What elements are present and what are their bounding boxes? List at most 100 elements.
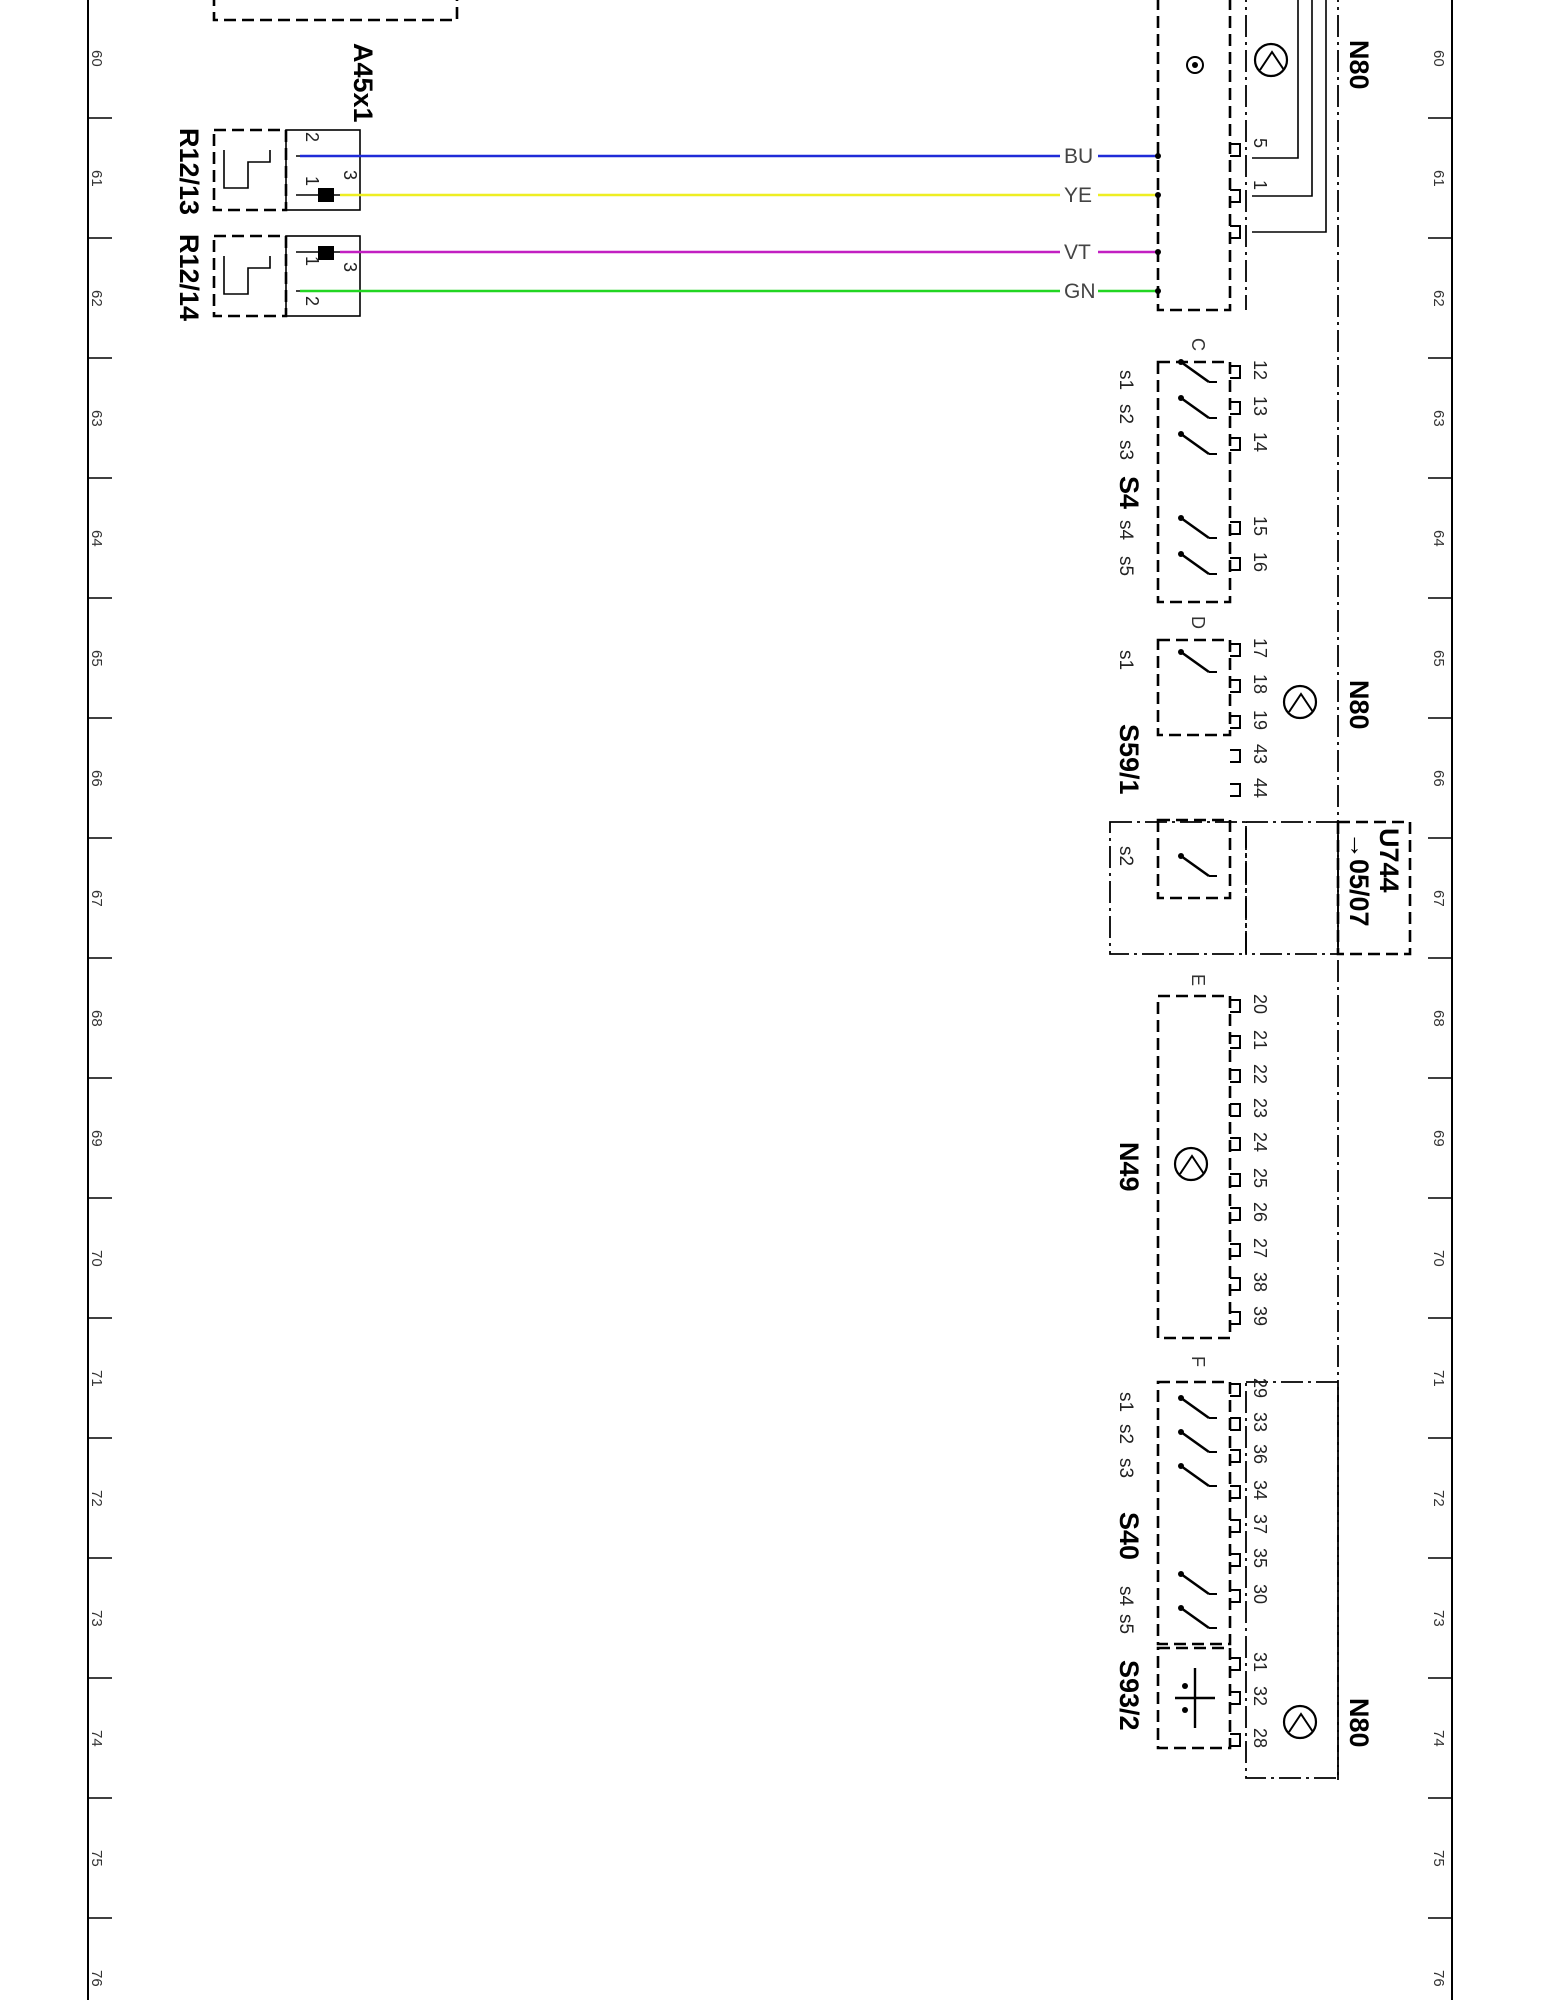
s4-contact-label: s1 (1115, 370, 1136, 390)
pin-terminal (1230, 1137, 1241, 1151)
pin-terminal (1230, 1589, 1241, 1603)
pin-number: 32 (1250, 1686, 1270, 1706)
switch-contact (1180, 360, 1210, 384)
grid-row-left: 61 (88, 170, 105, 187)
s59-1-contact-label: s2 (1115, 846, 1136, 866)
u744-ref: →05/07 (1344, 832, 1374, 927)
n80-bottom-label: N80 (1344, 1698, 1374, 1748)
grid-row-left: 64 (88, 530, 105, 547)
n49-label: N49 (1114, 1142, 1144, 1192)
switch-pivot (1178, 1571, 1184, 1577)
pin-number: 14 (1250, 432, 1270, 452)
pin-number: 25 (1250, 1168, 1270, 1188)
connector-f-label: F (1188, 1356, 1208, 1367)
pin-terminal (1230, 1207, 1241, 1221)
r12-13-pin: 1 (302, 176, 322, 186)
pin-terminal (1230, 1173, 1241, 1187)
pin-number: 23 (1250, 1098, 1270, 1118)
grid-row-left: 60 (88, 50, 105, 67)
pin-number: 18 (1250, 674, 1270, 694)
connector-e-label: E (1188, 974, 1208, 986)
u744-box: U744 →05/07 (1245, 820, 1412, 956)
pin-number: 27 (1250, 1238, 1270, 1258)
pin-number: 21 (1250, 1030, 1270, 1050)
wire-label: BU (1064, 145, 1093, 168)
wire-label: YE (1064, 184, 1092, 207)
switch-pivot (1178, 395, 1184, 401)
switch-pivot (1178, 1463, 1184, 1469)
connector-pins: 2313125112131415161718194344202122232425… (302, 132, 1270, 1748)
pin-number: 43 (1250, 744, 1270, 764)
grid-row-left: 75 (88, 1850, 105, 1867)
s4-contact-label: s5 (1115, 556, 1136, 576)
s40-contact-label: s2 (1115, 1424, 1136, 1444)
grid-row-right: 67 (1430, 890, 1447, 907)
pin-terminal (1230, 1733, 1241, 1747)
grid-row-right: 61 (1430, 170, 1447, 187)
grid-row-right: 76 (1430, 1970, 1447, 1987)
n49-module: E N49 (1114, 974, 1232, 1340)
s4-contact-label: s3 (1115, 440, 1136, 460)
r12-13-pin: 2 (302, 132, 322, 142)
grid-row-right: 70 (1430, 1250, 1447, 1267)
pin-number: 39 (1250, 1306, 1270, 1326)
pin-terminal (1230, 643, 1241, 657)
grid-row-right: 63 (1430, 410, 1447, 427)
n80-mid-label: N80 (1344, 680, 1374, 730)
grid-row-right: 74 (1430, 1730, 1447, 1747)
s4-contact-label: s4 (1115, 520, 1136, 541)
s40-contact-label: s4 (1115, 1586, 1136, 1607)
pin-terminal (1230, 1519, 1241, 1533)
grid-row-right: 73 (1430, 1610, 1447, 1627)
switch-contact (1180, 1572, 1210, 1596)
switch-pivot (1178, 853, 1184, 859)
switch-contact (1180, 552, 1210, 576)
upper-component-box (212, 0, 459, 22)
switch-pivot (1178, 649, 1184, 655)
pin-terminal (1230, 715, 1241, 729)
pin-number: 19 (1250, 710, 1270, 730)
wire-junction (1155, 192, 1161, 198)
grid-row-left: 63 (88, 410, 105, 427)
pin-terminal (1230, 557, 1241, 571)
pin-number: 20 (1250, 994, 1270, 1014)
pin-number: 31 (1250, 1652, 1270, 1672)
pin-terminal (1230, 1383, 1241, 1397)
grid-row-right: 69 (1430, 1130, 1447, 1147)
connector-d-label: D (1188, 616, 1208, 629)
pin-terminal (1230, 365, 1241, 379)
u744-label: U744 (1374, 828, 1404, 893)
pin-number: 33 (1250, 1412, 1270, 1432)
pin-number: 26 (1250, 1202, 1270, 1222)
s4-contact-label: s2 (1115, 404, 1136, 424)
switch-pivot (1178, 1605, 1184, 1611)
pin-number: 17 (1250, 638, 1270, 658)
r12-13-pin: 3 (340, 170, 360, 180)
grid-row-left: 72 (88, 1490, 105, 1507)
a45x1-label: A45x1 (348, 43, 378, 123)
switch-contact (1180, 1430, 1210, 1454)
s93-2-symbol (1175, 1668, 1215, 1728)
grid-row-left: 67 (88, 890, 105, 907)
s40-contact-label: s3 (1115, 1458, 1136, 1478)
pin-terminal (1230, 225, 1241, 239)
s59-1-label: S59/1 (1114, 724, 1144, 795)
grid-row-left: 70 (88, 1250, 105, 1267)
pin-number: 35 (1250, 1548, 1270, 1568)
pin-terminal (1230, 1069, 1241, 1083)
pin-terminal (1230, 999, 1241, 1013)
grid-row-right: 60 (1430, 50, 1447, 67)
pin-terminal (1230, 1277, 1241, 1291)
pin-number: 16 (1250, 552, 1270, 572)
r12-13-sensor: R12/13 (174, 128, 361, 215)
grid-row-right: 65 (1430, 650, 1447, 667)
switch-contact (1180, 650, 1210, 674)
wire-label: VT (1064, 241, 1091, 264)
pin-terminal (1230, 1691, 1241, 1705)
r12-13-label: R12/13 (174, 128, 204, 215)
switch-contact (1180, 516, 1210, 540)
s93-2-label: S93/2 (1114, 1660, 1144, 1731)
n80-pin: 1 (1250, 180, 1270, 190)
